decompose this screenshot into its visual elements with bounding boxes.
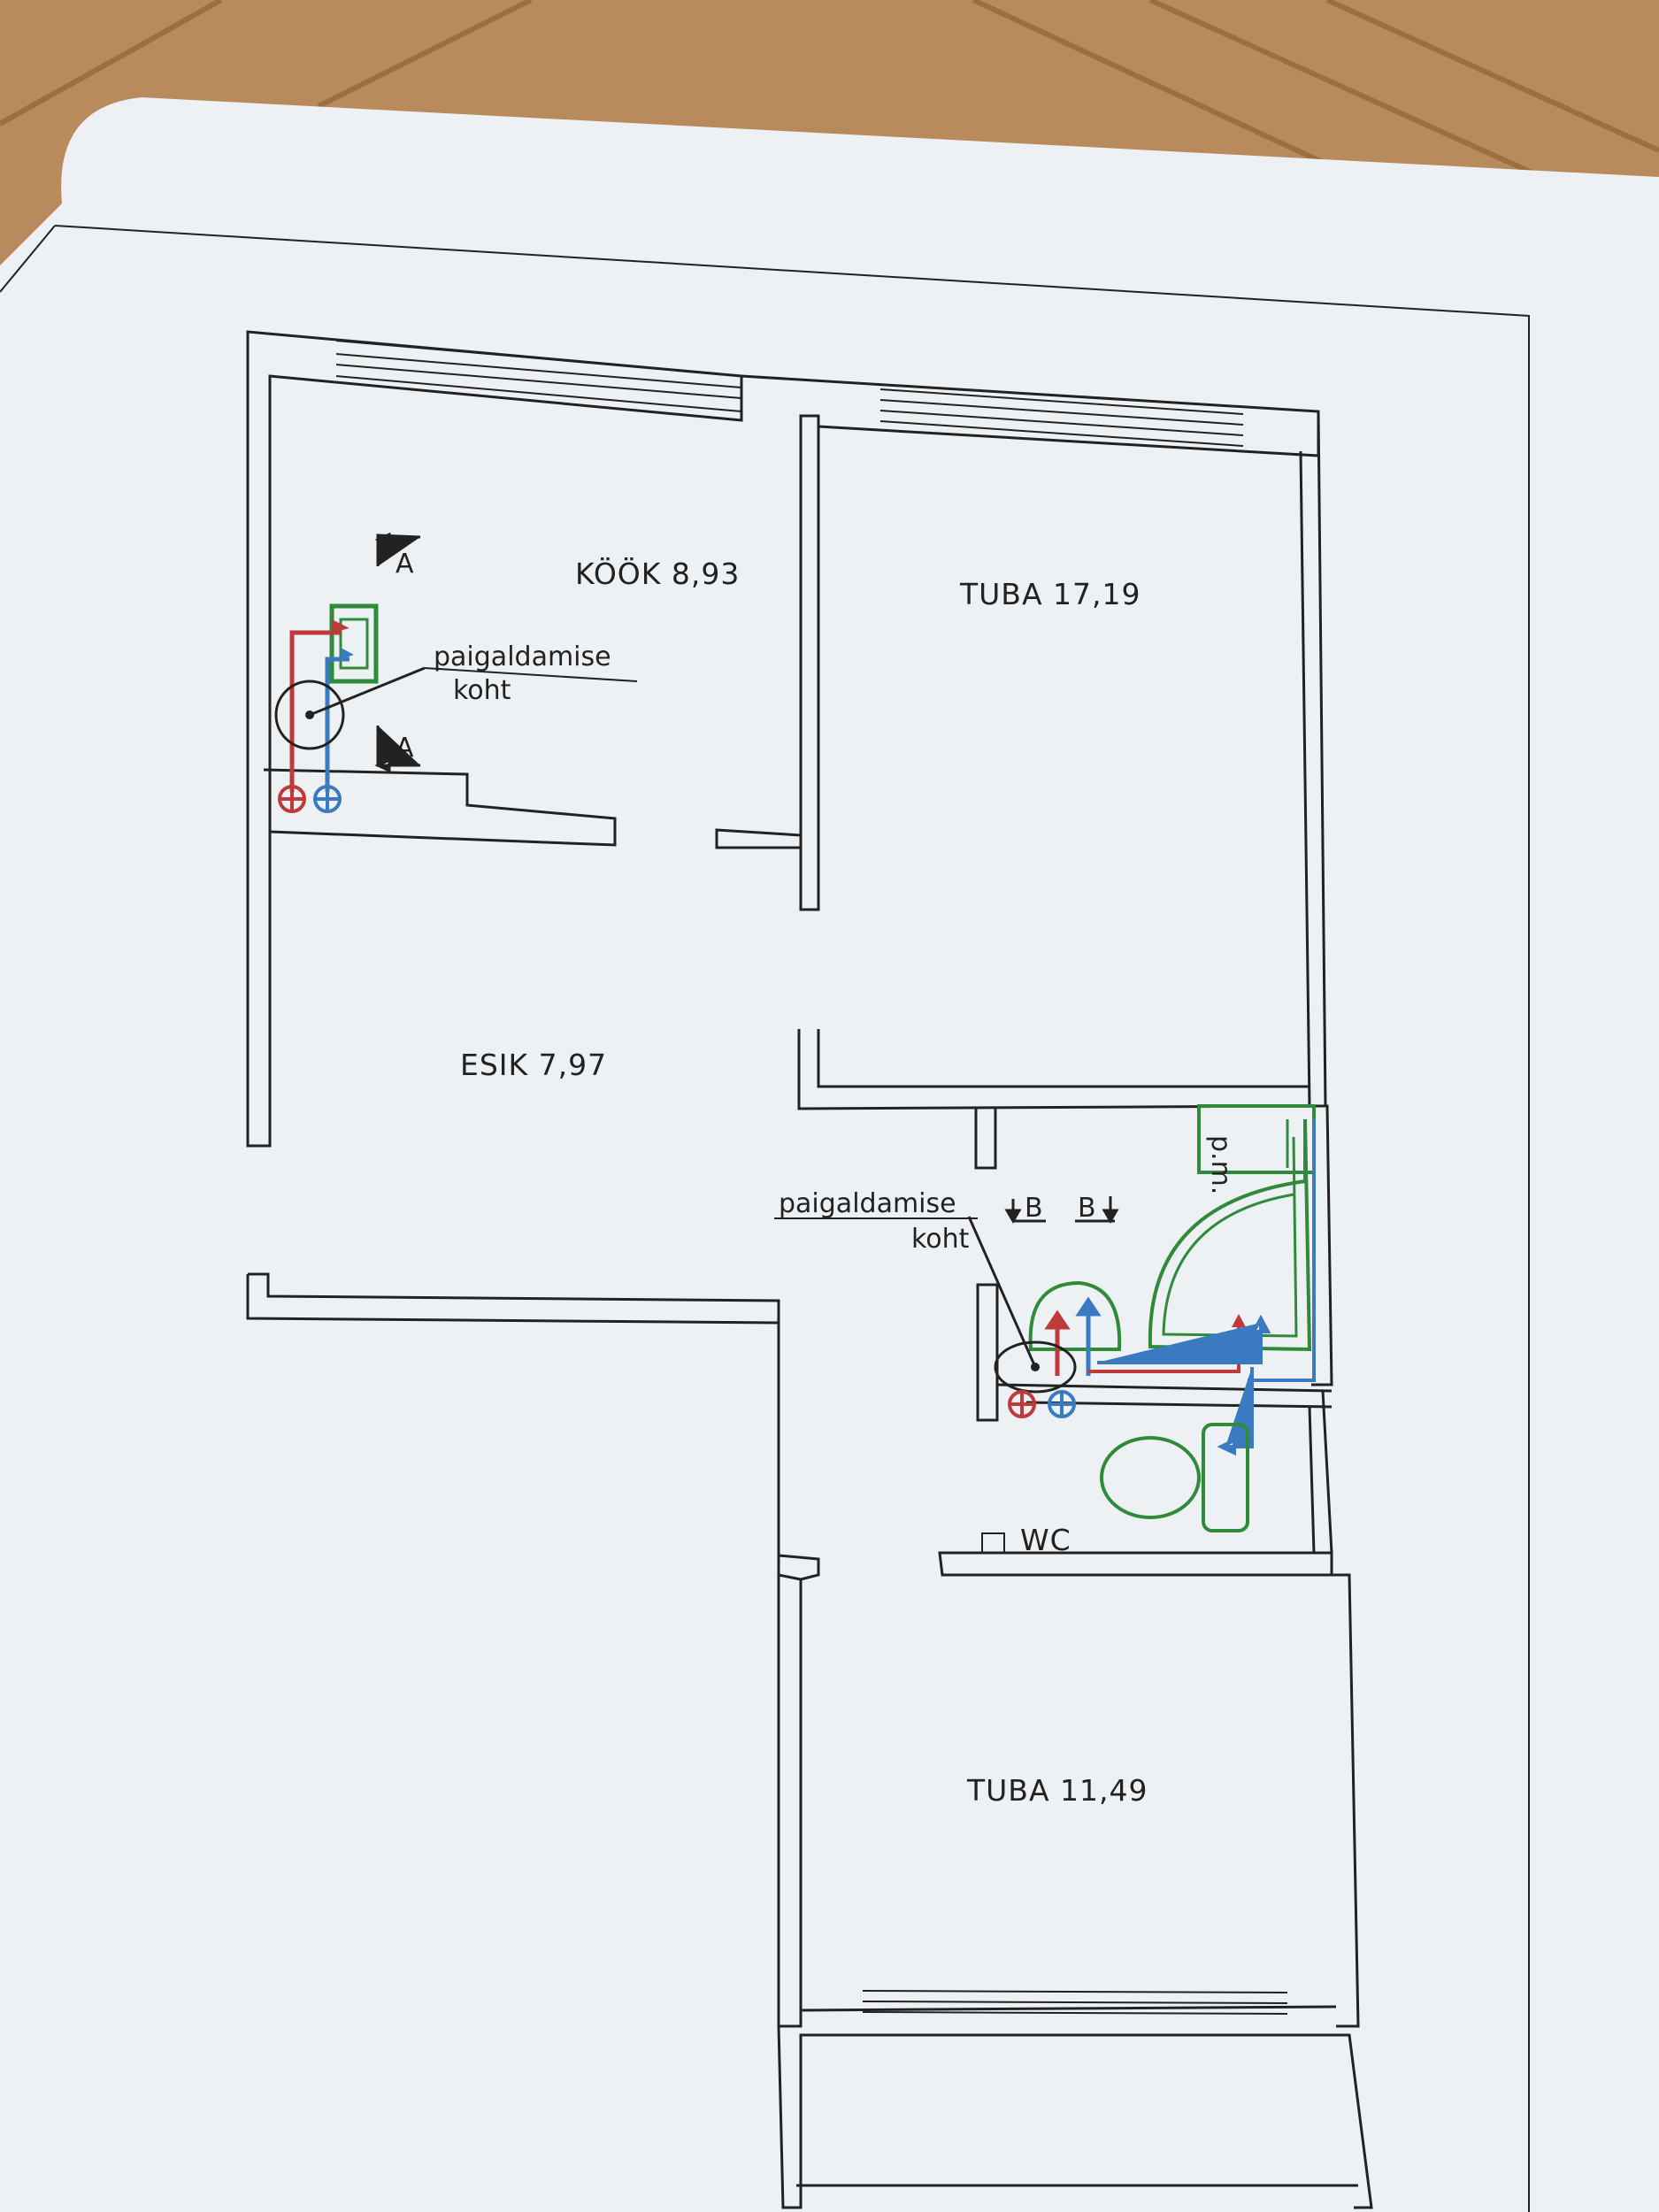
section-a-bottom-marker [374, 726, 420, 773]
kitchen-window [335, 340, 742, 412]
callout-kitchen-line1: paigaldamise [434, 641, 611, 672]
room1-window [879, 388, 1244, 447]
floor-plan-walls [246, 330, 1373, 2209]
callout-bath-line2: koht [911, 1224, 970, 1255]
section-b-right-label: B [1078, 1193, 1096, 1224]
kitchen-installation-point [274, 666, 638, 750]
cold-water-symbol-bath [1048, 1390, 1076, 1418]
room-label-hall: ESIK 7,97 [460, 1048, 607, 1082]
hot-water-symbol-kitchen [278, 785, 306, 813]
room2-window [862, 1990, 1288, 2015]
room-label-room1: TUBA 17,19 [959, 577, 1141, 611]
paper-sheet [0, 97, 1659, 2212]
bathroom-sink-fixture [1028, 1280, 1122, 1351]
shower-tray-fixture [1148, 1118, 1312, 1352]
section-a-top-marker [374, 532, 421, 566]
section-b-left-marker [1004, 1199, 1046, 1224]
kitchen-water-pipes [289, 619, 354, 792]
hot-water-symbol-bath [1008, 1390, 1036, 1418]
callout-bath-line1: paigaldamise [779, 1188, 956, 1219]
cold-water-symbol-kitchen [313, 785, 342, 813]
section-b-left-label: B [1025, 1193, 1043, 1224]
washing-machine-label: p.m. [1205, 1135, 1236, 1194]
room-label-wc: WC [1020, 1523, 1071, 1557]
section-a-bottom-label: A [396, 733, 414, 764]
bathroom-installation-point [774, 1216, 1077, 1394]
room-label-room2: TUBA 11,49 [966, 1773, 1148, 1808]
section-a-top-label: A [396, 549, 414, 580]
toilet-fixture [1100, 1423, 1249, 1532]
kitchen-sink-fixture [329, 603, 379, 684]
section-b-right-marker [1075, 1196, 1119, 1224]
room-label-kitchen: KÖÖK 8,93 [575, 556, 740, 591]
callout-kitchen-line2: koht [453, 675, 511, 706]
